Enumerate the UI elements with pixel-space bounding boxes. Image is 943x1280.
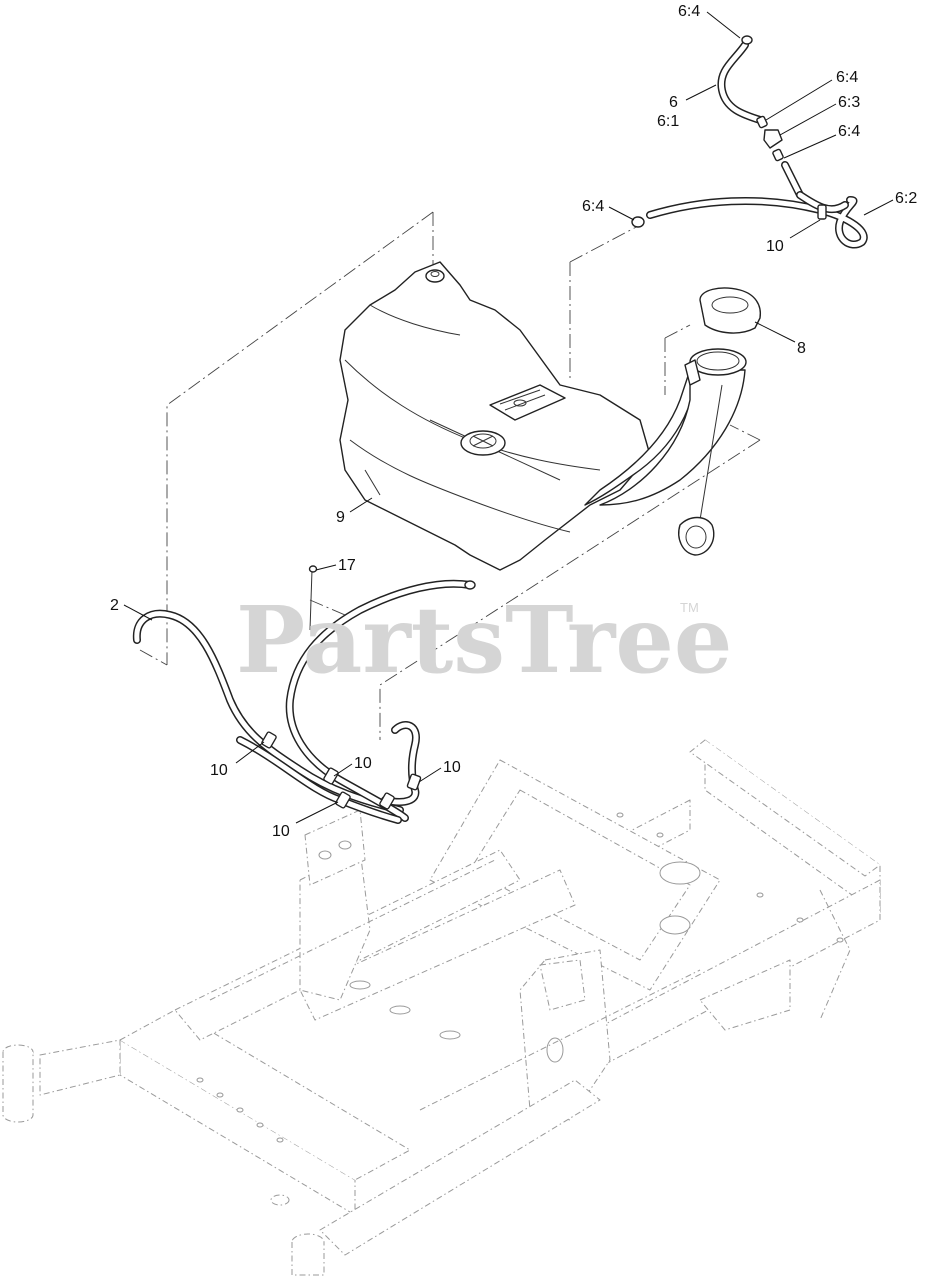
callout-10-c: 10 bbox=[443, 759, 461, 776]
callout-6: 6 bbox=[669, 94, 678, 111]
callout-10-d: 10 bbox=[272, 823, 290, 840]
callout-10-top: 10 bbox=[766, 238, 784, 255]
callout-6-4-b: 6:4 bbox=[838, 123, 860, 140]
fuel-lines bbox=[132, 565, 476, 824]
callout-6-2: 6:2 bbox=[895, 190, 917, 207]
assembly-guide-lines bbox=[139, 211, 761, 740]
callout-6-4-left: 6:4 bbox=[582, 198, 604, 215]
callout-17: 17 bbox=[338, 557, 356, 574]
vent-hose-assembly bbox=[631, 35, 868, 249]
watermark: PartsTree TM bbox=[236, 586, 732, 694]
callout-6-4-a: 6:4 bbox=[836, 69, 858, 86]
callout-10-b: 10 bbox=[354, 755, 372, 772]
callout-9: 9 bbox=[336, 509, 345, 526]
fuel-tank bbox=[339, 261, 651, 571]
callout-2: 2 bbox=[110, 597, 119, 614]
filler-neck bbox=[584, 348, 747, 506]
watermark-trademark: TM bbox=[680, 600, 699, 615]
callout-6-1: 6:1 bbox=[657, 113, 679, 130]
watermark-brand: PartsTree bbox=[236, 586, 732, 694]
callouts: 6:4 6 6:1 6:4 6:3 6:4 6:4 6:2 10 8 9 17 … bbox=[110, 3, 917, 840]
callout-8: 8 bbox=[797, 340, 806, 357]
callout-6-3: 6:3 bbox=[838, 94, 860, 111]
fuel-cap bbox=[678, 287, 762, 556]
chassis-frame bbox=[2, 739, 881, 1276]
callout-10-a: 10 bbox=[210, 762, 228, 779]
callout-6-4-top: 6:4 bbox=[678, 3, 700, 20]
